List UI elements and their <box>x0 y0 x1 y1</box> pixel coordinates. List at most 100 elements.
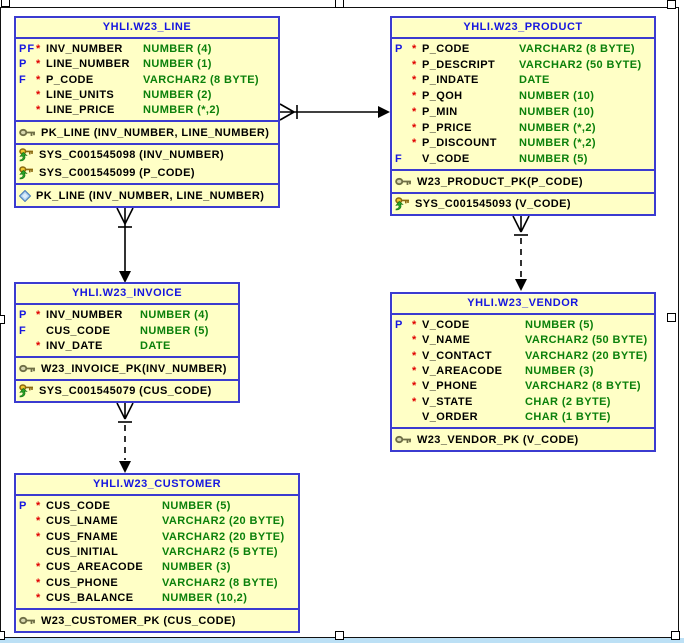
table-title: YHLI.W23_LINE <box>102 21 192 33</box>
selection-handle-right-middle[interactable] <box>667 313 676 322</box>
column-type: NUMBER (5) <box>162 499 231 512</box>
column-name: V_CODE <box>422 153 470 166</box>
column-type: NUMBER (3) <box>525 364 594 377</box>
primary-key-section: PK_LINE (INV_NUMBER, LINE_NUMBER) <box>16 120 278 143</box>
required-star: * <box>36 58 41 71</box>
index-icon <box>395 197 409 211</box>
key-marker: P <box>19 499 28 512</box>
primary-key-section: W23_VENDOR_PK (V_CODE) <box>392 427 654 450</box>
column-type: NUMBER (2) <box>143 88 212 101</box>
primary-key-row[interactable]: W23_CUSTOMER_PK (CUS_CODE) <box>16 611 298 630</box>
index-label: SYS_C001545093 (V_CODE) <box>415 198 571 210</box>
column-name: CUS_AREACODE <box>46 561 144 574</box>
selection-handle-bottom-right[interactable] <box>671 631 680 640</box>
primary-key-row[interactable]: W23_INVOICE_PK(INV_NUMBER) <box>16 359 238 378</box>
unique-key-section: PK_LINE (INV_NUMBER, LINE_NUMBER) <box>16 183 278 206</box>
required-star: * <box>36 515 41 528</box>
column-type: VARCHAR2 (20 BYTE) <box>162 530 285 543</box>
selection-handle-top-right[interactable] <box>667 0 676 9</box>
column-type: NUMBER (5) <box>140 324 209 337</box>
index-row[interactable]: SYS_C001545093 (V_CODE) <box>392 195 654 213</box>
column-name: LINE_PRICE <box>46 104 115 117</box>
selection-handle-bottom-left[interactable] <box>0 631 5 640</box>
primary-key-row[interactable]: PK_LINE (INV_NUMBER, LINE_NUMBER) <box>16 123 278 142</box>
required-star: * <box>36 592 41 605</box>
column-type: NUMBER (5) <box>519 153 588 166</box>
index-row[interactable]: SYS_C001545099 (P_CODE) <box>16 164 278 182</box>
relationship-line-product[interactable] <box>279 103 390 121</box>
primary-key-icon <box>19 364 35 373</box>
relationship-invoice-customer[interactable] <box>116 402 134 473</box>
column-name: P_INDATE <box>422 74 479 87</box>
selection-handle-top-middle[interactable] <box>335 0 344 8</box>
primary-key-icon <box>19 128 35 137</box>
window-edge-strip <box>0 638 684 643</box>
column-name: LINE_UNITS <box>46 88 115 101</box>
required-star: * <box>412 395 417 408</box>
column-name: V_STATE <box>422 395 473 408</box>
column-type: VARCHAR2 (8 BYTE) <box>162 576 278 589</box>
required-star: * <box>412 349 417 362</box>
required-star: * <box>412 105 417 118</box>
primary-key-icon <box>19 616 35 625</box>
column-name: V_CODE <box>422 318 470 331</box>
relationship-line-invoice[interactable] <box>116 207 134 283</box>
primary-key-row[interactable]: W23_PRODUCT_PK(P_CODE) <box>392 172 654 191</box>
column-type: VARCHAR2 (20 BYTE) <box>525 349 648 362</box>
relationship-product-vendor[interactable] <box>512 215 530 291</box>
column-name: P_DISCOUNT <box>422 137 497 150</box>
selection-handle-left-middle[interactable] <box>0 315 5 324</box>
key-marker: F <box>19 73 27 86</box>
selection-handle-bottom-middle[interactable] <box>335 631 344 640</box>
column-type: NUMBER (*,2) <box>143 104 220 117</box>
column-name: V_NAME <box>422 334 471 347</box>
primary-key-label: W23_CUSTOMER_PK (CUS_CODE) <box>41 614 236 627</box>
selection-handle-top-left[interactable] <box>1 0 10 7</box>
column-type: CHAR (1 BYTE) <box>525 411 611 424</box>
primary-key-icon <box>395 177 411 186</box>
index-label: SYS_C001545098 (INV_NUMBER) <box>39 149 225 161</box>
required-star: * <box>412 58 417 71</box>
required-star: * <box>36 530 41 543</box>
column-name: INV_DATE <box>46 340 103 353</box>
primary-key-row[interactable]: W23_VENDOR_PK (V_CODE) <box>392 430 654 449</box>
index-row[interactable]: SYS_C001545079 (CUS_CODE) <box>16 382 238 400</box>
unique-key-row[interactable]: PK_LINE (INV_NUMBER, LINE_NUMBER) <box>16 186 278 205</box>
index-row[interactable]: SYS_C001545098 (INV_NUMBER) <box>16 146 278 164</box>
